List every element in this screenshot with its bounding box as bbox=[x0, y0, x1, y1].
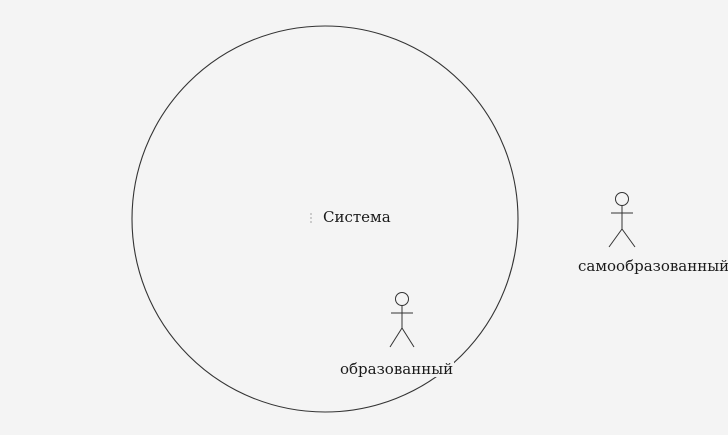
actor-icon-inside[interactable] bbox=[389, 292, 415, 348]
actor-label-outside: самообразованный bbox=[578, 257, 728, 275]
system-label: Система bbox=[323, 208, 391, 226]
actor-label-inside: образованный bbox=[339, 360, 455, 378]
system-marker-icon bbox=[310, 213, 312, 223]
actor-icon-outside[interactable] bbox=[608, 192, 636, 248]
system-boundary-circle[interactable] bbox=[131, 25, 519, 413]
